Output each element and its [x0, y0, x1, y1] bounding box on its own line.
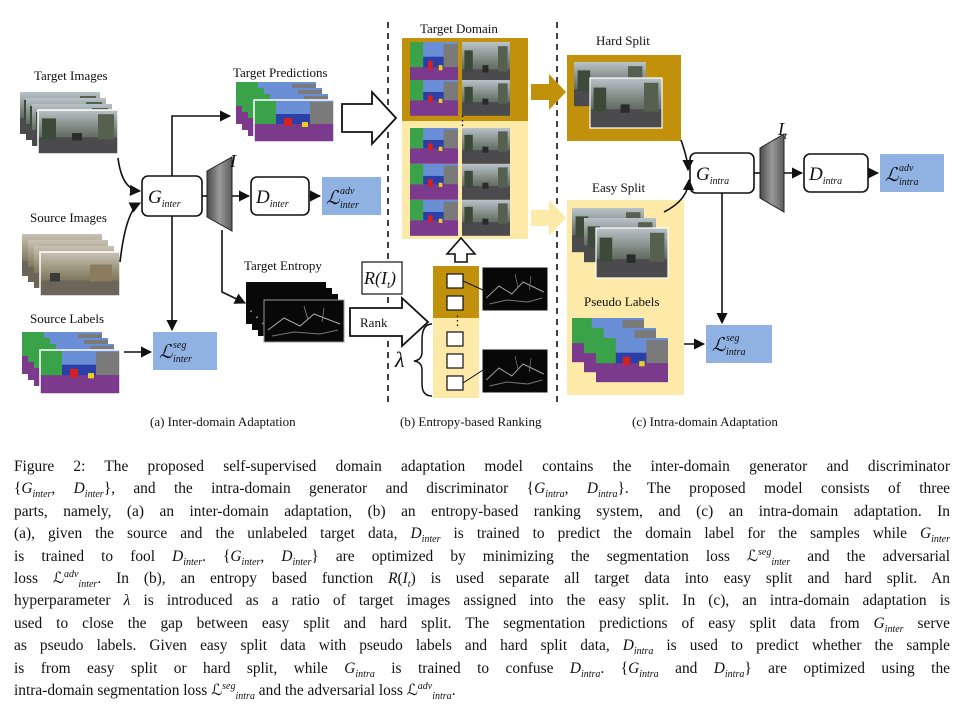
it-subscript: t — [784, 130, 788, 142]
target-domain-ellipsis: ⋮ — [456, 113, 469, 128]
panel-b-caption: (b) Entropy-based Ranking — [400, 414, 542, 429]
feature-map-i: I — [206, 151, 237, 232]
caption-line-10: is from easy split or hard split, while … — [14, 659, 950, 680]
g-intra-symbol: G — [696, 164, 710, 185]
target-images-label: Target Images — [34, 68, 108, 83]
source-labels-label: Source Labels — [30, 311, 104, 326]
feature-map-it: It — [759, 119, 788, 213]
d-intra-module: Dintra — [803, 153, 869, 193]
panel-c-caption: (c) Intra-domain Adaptation — [632, 414, 778, 429]
caption-line-6: loss ℒadvinter. In (b), an entropy based… — [14, 568, 950, 591]
loss-seg-intra-symbol: ℒ — [712, 335, 727, 356]
caption-line-4: (a), given the source and the unlabeled … — [14, 525, 951, 546]
g-inter-module: Ginter — [141, 175, 203, 217]
intra-arrows — [663, 139, 880, 350]
svg-text:ℒ: ℒ — [326, 188, 341, 209]
panel-a-caption: (a) Inter-domain Adaptation — [150, 414, 296, 429]
d-inter-module: Dinter — [250, 176, 310, 216]
svg-text:Ginter: Ginter — [148, 187, 181, 210]
loss-adv-intra-sup: adv — [899, 163, 914, 174]
g-intra-subscript: intra — [710, 176, 729, 187]
svg-text:ℒ: ℒ — [885, 165, 900, 186]
r-it-subscript: t — [387, 279, 391, 291]
d-inter-subscript: inter — [270, 199, 289, 210]
target-predictions-label: Target Predictions — [233, 65, 328, 80]
r-it-text: R(I — [363, 268, 388, 289]
figure-caption: Figure 2: The proposed self-supervised d… — [14, 456, 950, 702]
lambda-brace — [413, 323, 433, 397]
d-intra-subscript: intra — [823, 176, 842, 187]
loss-adv-intra: ℒ adv intra — [880, 154, 944, 192]
svg-text:Dinter: Dinter — [255, 187, 289, 210]
easy-split-label: Easy Split — [592, 180, 645, 195]
svg-text:R(It): R(It) — [363, 268, 396, 291]
loss-adv-inter-symbol: ℒ — [326, 188, 341, 209]
caption-line-5: is trained to fool Dinter. {Ginter, Dint… — [14, 546, 950, 568]
loss-adv-inter-sub: inter — [340, 200, 359, 211]
loss-seg-intra-sub: intra — [726, 347, 745, 358]
caption-line-7: hyperparameter λ is introduced as a rati… — [14, 592, 950, 610]
rank-up-arrow — [445, 236, 477, 263]
loss-adv-inter: ℒ adv inter — [322, 177, 381, 215]
target-domain-label: Target Domain — [420, 21, 498, 36]
source-labels-stack — [22, 332, 121, 395]
loss-adv-inter-sup: adv — [340, 186, 355, 197]
g-intra-module: Gintra — [689, 152, 755, 194]
architecture-figure: Target Images Source Images Source Label… — [20, 21, 944, 429]
to-easy-split-arrow — [531, 200, 566, 236]
source-images-label: Source Images — [30, 210, 107, 225]
easy-split-panel: Pseudo Labels — [567, 200, 684, 395]
target-predictions-stack — [236, 82, 335, 143]
svg-text:Dintra: Dintra — [808, 164, 842, 187]
caption-line-11: intra-domain segmentation loss ℒsegintra… — [14, 680, 456, 703]
r-it-close: ) — [389, 268, 396, 289]
hard-split-label: Hard Split — [596, 33, 650, 48]
caption-line-1: Figure 2: The proposed self-supervised d… — [14, 458, 950, 475]
rank-arrow: Rank — [349, 295, 430, 349]
r-it-box: R(It) — [361, 261, 403, 295]
architecture-diagram: Target Images Source Images Source Label… — [20, 21, 944, 429]
svg-text:It: It — [777, 119, 788, 142]
loss-seg-inter-sub: inter — [173, 354, 192, 365]
g-inter-symbol: G — [148, 187, 162, 208]
rank-label: Rank — [360, 315, 388, 330]
ranking-column: ⋮ — [433, 266, 548, 398]
loss-seg-inter-symbol: ℒ — [159, 342, 174, 363]
hard-split-panel — [567, 55, 681, 141]
target-domain-panel: ⋮ — [402, 38, 528, 239]
loss-adv-intra-symbol: ℒ — [885, 165, 900, 186]
lambda-symbol: λ — [394, 347, 405, 372]
loss-seg-intra: ℒ seg intra — [706, 325, 772, 363]
source-images-stack — [22, 234, 121, 297]
target-entropy-stack — [245, 281, 345, 343]
inter-arrows — [117, 110, 322, 358]
to-hard-split-arrow — [531, 74, 566, 110]
caption-line-3: parts, namely, (a) an inter-domain adapt… — [14, 502, 950, 520]
loss-seg-inter: ℒ seg inter — [153, 332, 217, 370]
i-label: I — [229, 151, 237, 171]
loss-seg-intra-sup: seg — [726, 333, 739, 344]
caption-line-9: as pseudo labels. Given easy split data … — [14, 637, 950, 658]
loss-seg-inter-sup: seg — [173, 340, 186, 351]
ranking-ellipsis: ⋮ — [451, 313, 464, 328]
target-entropy-label: Target Entropy — [244, 258, 322, 273]
g-inter-subscript: inter — [162, 199, 181, 210]
d-intra-symbol: D — [808, 164, 823, 185]
svg-text:ℒ: ℒ — [159, 342, 174, 363]
loss-adv-intra-sub: intra — [899, 177, 918, 188]
to-target-domain-arrow — [341, 89, 398, 147]
d-inter-symbol: D — [255, 187, 270, 208]
pseudo-labels-label: Pseudo Labels — [584, 294, 659, 309]
svg-text:ℒ: ℒ — [712, 335, 727, 356]
caption-line-2: {Ginter, Dinter}, and the intra-domain g… — [14, 480, 951, 501]
svg-text:Gintra: Gintra — [696, 164, 729, 187]
caption-line-8: used to close the gap between easy split… — [14, 614, 950, 635]
target-images-stack — [20, 92, 119, 155]
it-label: I — [777, 119, 785, 139]
